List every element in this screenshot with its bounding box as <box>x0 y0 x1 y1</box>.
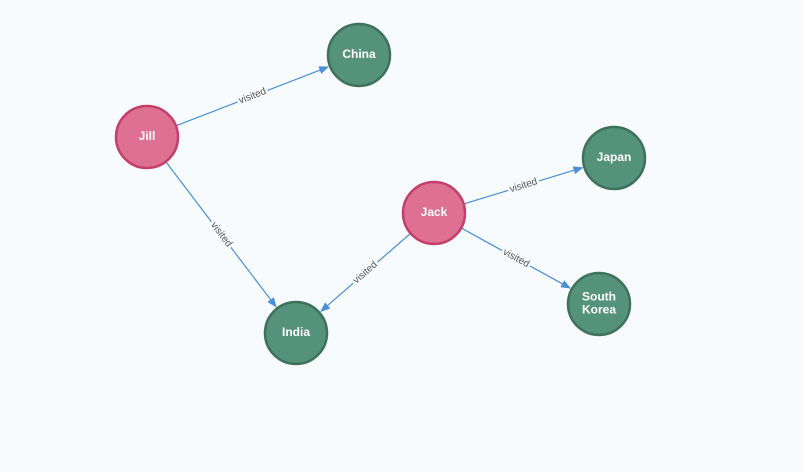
node-circle[interactable] <box>566 271 632 337</box>
node-label: South <box>582 290 616 304</box>
node-label: Korea <box>582 303 616 317</box>
edge-label: visited <box>508 176 538 195</box>
edge-jack-india[interactable]: visited <box>320 233 411 313</box>
node-circle[interactable] <box>114 104 180 170</box>
edge-label: visited <box>501 247 531 270</box>
node-circle[interactable] <box>581 125 647 191</box>
edge-label-bg <box>506 174 541 196</box>
node-japan[interactable]: Japan <box>581 125 647 191</box>
edge-label-bg <box>499 244 534 271</box>
edge-jill-india[interactable]: visited <box>165 162 277 308</box>
node-label: Jack <box>421 205 448 219</box>
node-china[interactable]: China <box>326 22 392 88</box>
edge-jack-japan[interactable]: visited <box>464 166 584 205</box>
node-circle[interactable] <box>263 300 329 366</box>
edge-jill-china[interactable]: visited <box>176 66 330 127</box>
edge-label-bg <box>207 217 237 251</box>
node-circle[interactable] <box>326 22 392 88</box>
edge-label-bg <box>235 83 270 107</box>
node-label: Japan <box>597 150 632 164</box>
edge-jack-south_korea[interactable]: visited <box>461 227 571 289</box>
node-jack[interactable]: Jack <box>401 180 467 246</box>
edges-layer: visited visited visited visited visited <box>165 66 584 313</box>
node-label: Jill <box>139 129 156 143</box>
edge-label-bg <box>348 256 381 287</box>
node-circle[interactable] <box>401 180 467 246</box>
edge-label: visited <box>208 220 234 249</box>
node-label: India <box>282 325 310 339</box>
node-india[interactable]: India <box>263 300 329 366</box>
node-label: China <box>342 47 376 61</box>
node-jill[interactable]: Jill <box>114 104 180 170</box>
